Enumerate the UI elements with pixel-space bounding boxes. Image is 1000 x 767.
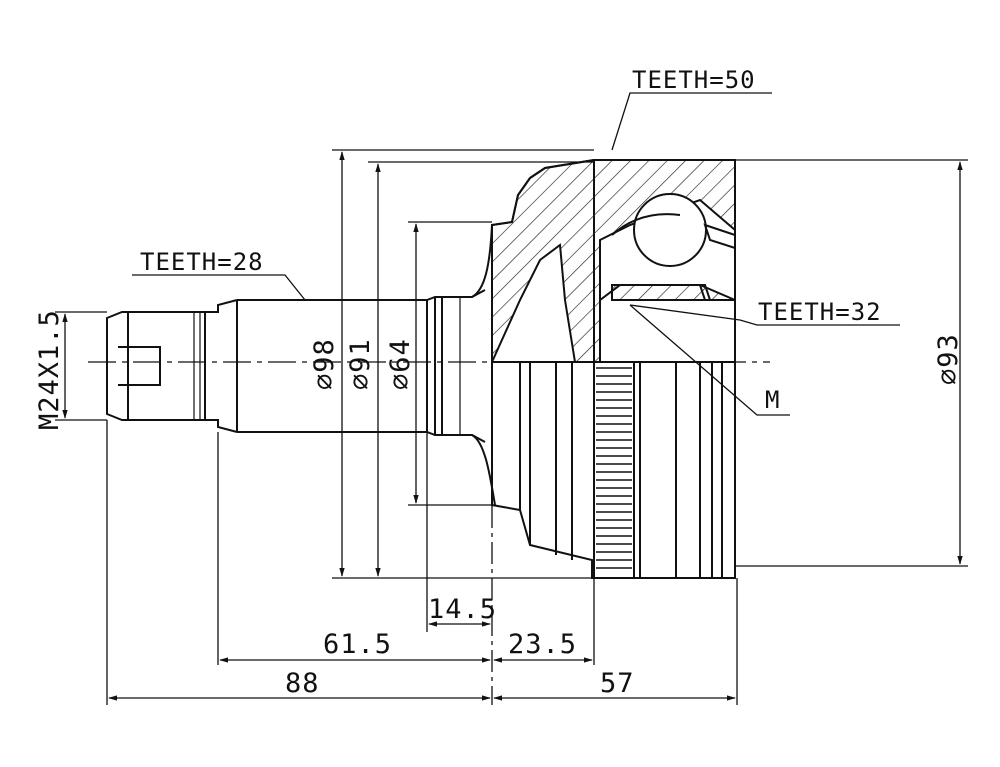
thread-size-label: M24X1.5	[34, 309, 65, 430]
marker-m-label: M	[765, 386, 780, 414]
length-14-5-label: 14.5	[428, 594, 497, 625]
diameter-64-label: ⌀64	[385, 338, 416, 390]
abs-tone-ring	[593, 361, 635, 579]
teeth-28-label: TEETH=28	[140, 248, 264, 276]
diameter-91-label: ⌀91	[345, 338, 376, 390]
ball-cage	[599, 193, 736, 302]
dimension-lines	[55, 149, 968, 705]
diameter-98-label: ⌀98	[309, 338, 340, 390]
bell-lower	[491, 362, 736, 579]
length-57-label: 57	[600, 668, 635, 699]
diameter-93-label: ⌀93	[933, 333, 964, 385]
length-88-label: 88	[285, 668, 320, 699]
length-23-5-label: 23.5	[508, 629, 577, 660]
length-61-5-label: 61.5	[323, 629, 392, 660]
teeth-50-label: TEETH=50	[632, 66, 756, 94]
teeth-32-label: TEETH=32	[758, 298, 882, 326]
leader-lines	[132, 92, 900, 416]
